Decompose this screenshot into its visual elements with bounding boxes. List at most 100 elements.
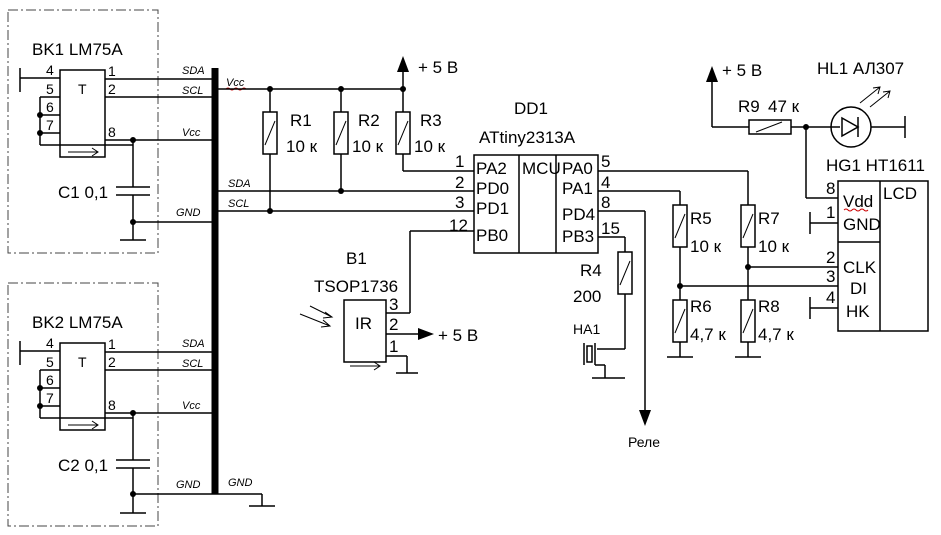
r6-ref: R6: [690, 297, 712, 316]
ir-block-label: IR: [355, 314, 372, 333]
sensor2-title: BK2 LM75A: [32, 313, 123, 332]
sensor1-frame: [7, 9, 159, 254]
r2-ref: R2: [358, 111, 380, 130]
sensor1-block-label: T: [78, 81, 87, 97]
r3-value: 10 к: [414, 137, 446, 156]
sensor2-pin-5: 5: [46, 354, 54, 370]
mcu-pin-pd0: PD0: [476, 179, 509, 198]
bus-label-sda-main: SDA: [228, 178, 251, 190]
bus-label-sda-2: SDA: [182, 338, 205, 350]
supply-arrow-2: [706, 66, 718, 82]
mcu-pinnum-1: 1: [455, 152, 464, 171]
sensor1-pin-1: 1: [108, 63, 116, 79]
led-branch: + 5 B R9 47 к HL1 АЛ307: [706, 59, 906, 199]
lcd-pinnum-1: 1: [826, 203, 835, 222]
mcu-dd1: DD1 ATtiny2313A MCU PA2 PD0 PD1 PB0 1 2 …: [449, 99, 620, 254]
sensor1-pin-4: 4: [46, 62, 54, 78]
mcu-body: [473, 154, 599, 254]
mcu-pinnum-3: 3: [455, 193, 464, 212]
sensor1-chip-arrow: [68, 147, 99, 157]
lcd-pin-gnd: GND: [843, 215, 881, 234]
r1-value: 10 к: [286, 137, 318, 156]
relay-arrow: [639, 410, 651, 426]
bus-label-scl-1: SCL: [182, 85, 203, 97]
r4-value: 200: [573, 287, 601, 306]
sensor2-pin-7: 7: [46, 390, 54, 406]
lcd-body: [837, 180, 929, 332]
sensor2-chip: [59, 342, 106, 431]
sensor1-chip: [59, 69, 106, 158]
sensor-module-2: BK2 LM75A T 4 5 6 7 1 2 8 C2 0,1 SDA SCL…: [7, 282, 253, 527]
sensor2-cap-label: C2 0,1: [58, 456, 108, 475]
led-triangle: [841, 116, 860, 138]
bus-label-scl-2: SCL: [182, 358, 203, 370]
r9-value: 47 к: [768, 97, 800, 116]
mcu-pin-pa1: PA1: [562, 179, 593, 198]
lcd-title: LCD: [883, 184, 917, 203]
bus-label-gnd-2: GND: [176, 479, 201, 491]
sensor1-pin-6: 6: [46, 99, 54, 115]
lcd-pinnum-8: 8: [826, 179, 835, 198]
supply-label-1: + 5 B: [418, 58, 458, 77]
buzzer-ref: HA1: [573, 321, 600, 337]
sensor1-pin-7: 7: [46, 117, 54, 133]
mcu-pinnum-5: 5: [601, 152, 610, 171]
lcd-pinnum-2: 2: [826, 248, 835, 267]
r3-ref: R3: [420, 111, 442, 130]
mcu-pin-pb3: PB3: [562, 227, 594, 246]
lcd-pin-vdd: Vdd: [843, 192, 873, 211]
r8-ref: R8: [758, 297, 780, 316]
mcu-core-label: MCU: [522, 159, 561, 178]
r5-ref: R5: [690, 209, 712, 228]
bus-label-vcc-1: Vcc: [182, 127, 201, 139]
mcu-pin-pb0: PB0: [476, 226, 508, 245]
lcd-ref: HG1 HT1611: [826, 156, 925, 175]
sensor2-pin-4: 4: [46, 335, 54, 351]
led-ref: HL1 АЛ307: [817, 59, 904, 78]
r7-ref: R7: [758, 209, 780, 228]
buzzer-body: [586, 345, 593, 363]
supply-label-2: + 5 B: [722, 61, 762, 80]
ir-pin-3: 3: [389, 295, 398, 314]
ir-light-arrow-1: [299, 313, 332, 328]
r7-value: 10 к: [758, 237, 790, 256]
sensor2-block-label: T: [78, 354, 87, 370]
bus-label-gnd-main: GND: [228, 477, 253, 489]
bus-label-sda-1: SDA: [182, 65, 205, 77]
led-light-arrow-1: [859, 86, 881, 104]
ir-pin-2: 2: [389, 315, 398, 334]
ir-pin-1: 1: [389, 337, 398, 356]
ir-part: TSOP1736: [314, 277, 398, 296]
divider-resistors: R5 10 к R6 4,7 к R7 10 к R8 4,7 к: [667, 204, 794, 358]
supply-label-ir: + 5 B: [438, 326, 478, 345]
sensor2-pin-2: 2: [108, 354, 116, 370]
mcu-pinnum-8: 8: [601, 193, 610, 212]
sensor1-pin-8: 8: [108, 124, 116, 140]
buzzer-ha1: HA1: [573, 321, 625, 379]
sensor1-pin-5: 5: [46, 81, 54, 97]
lcd-pin-di: DI: [850, 279, 867, 298]
mcu-pin-pd4: PD4: [562, 205, 595, 224]
r9-ref: R9: [738, 97, 760, 116]
sensor-module-1: BK1 LM75A T 4 5 6 7 1 2 8 C1: [7, 9, 251, 254]
mcu-pinnum-15: 15: [601, 219, 620, 238]
mcu-pin-pa0: PA0: [562, 159, 593, 178]
lcd-pin-clk: CLK: [843, 258, 877, 277]
mcu-pinnum-2: 2: [455, 173, 464, 192]
mcu-pin-pd1: PD1: [476, 199, 509, 218]
sensor1-pin-2: 2: [108, 81, 116, 97]
mcu-pinnum-12: 12: [449, 216, 468, 235]
r2-value: 10 к: [352, 137, 384, 156]
mcu-part: ATtiny2313A: [479, 128, 576, 147]
r6-value: 4,7 к: [690, 325, 726, 344]
ir-receiver-b1: B1 TSOP1736 IR 3 2 1 + 5 B: [299, 230, 478, 374]
mcu-ref: DD1: [514, 99, 548, 118]
sensor2-pin-1: 1: [108, 336, 116, 352]
bus-label-vcc-main: Vcc: [226, 77, 245, 89]
lcd-pin-hk: HK: [846, 302, 870, 321]
ir-ref: B1: [346, 249, 367, 268]
sensor2-pin-8: 8: [108, 397, 116, 413]
mcu-pin-pa2: PA2: [476, 159, 507, 178]
ir-body: [343, 299, 387, 363]
